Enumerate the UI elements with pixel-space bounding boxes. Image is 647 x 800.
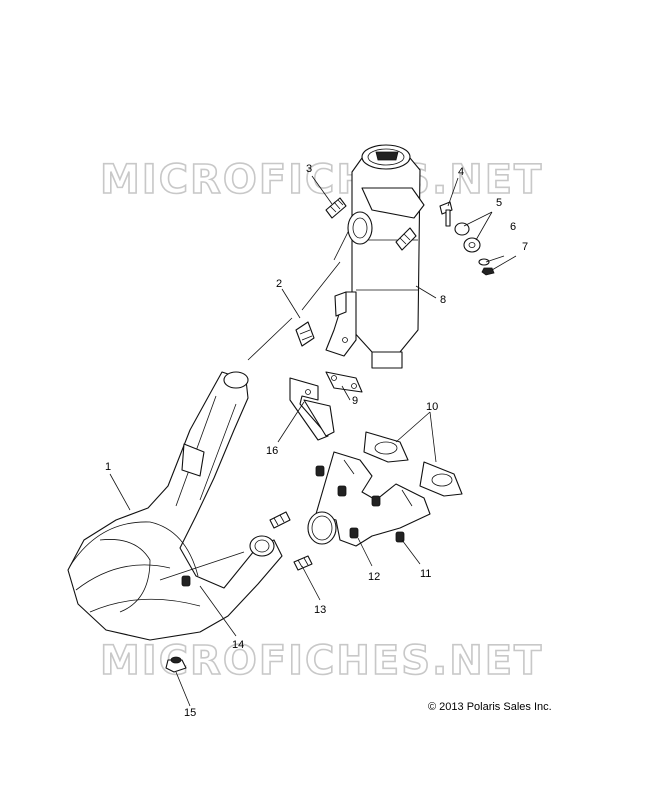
- callout-5: 5: [496, 197, 502, 209]
- bracket-16-part: [289, 377, 335, 441]
- callout-10: 10: [426, 401, 438, 413]
- muffler-part: [325, 144, 425, 369]
- callout-11: 11: [420, 568, 431, 580]
- plate-9-part: [325, 371, 363, 393]
- callout-13: 13: [314, 604, 326, 616]
- callout-12: 12: [368, 571, 380, 583]
- callout-16: 16: [266, 445, 278, 457]
- washer-6-part: [478, 258, 490, 266]
- leader-lines: [109, 175, 517, 707]
- bolt-4-part: [439, 201, 453, 227]
- callout-2: 2: [276, 278, 282, 290]
- manifold-12-part: [307, 451, 431, 547]
- expansion-chamber-1-part: [67, 371, 283, 641]
- callout-15: 15: [184, 707, 196, 719]
- callout-3: 3: [306, 163, 312, 175]
- callout-7: 7: [522, 241, 528, 253]
- grommet-5-part: [454, 222, 481, 253]
- copyright-text: © 2013 Polaris Sales Inc.: [428, 701, 552, 713]
- nut-7-part: [481, 267, 495, 276]
- spring-2-part: [295, 321, 315, 347]
- watermark-top: MICROFICHES.NET: [100, 157, 543, 203]
- spring-3-part: [325, 197, 347, 219]
- callout-6: 6: [510, 221, 516, 233]
- spring-upper-part: [395, 227, 417, 251]
- callout-14: 14: [232, 639, 244, 651]
- gasket-10-part: [363, 431, 463, 497]
- watermark-bottom: MICROFICHES.NET: [100, 638, 543, 684]
- spring-13-part: [269, 511, 313, 571]
- callout-1: 1: [105, 461, 111, 473]
- callout-8: 8: [440, 294, 446, 306]
- callout-9: 9: [352, 395, 358, 407]
- nut-15-part: [165, 656, 187, 673]
- callout-4: 4: [458, 166, 464, 178]
